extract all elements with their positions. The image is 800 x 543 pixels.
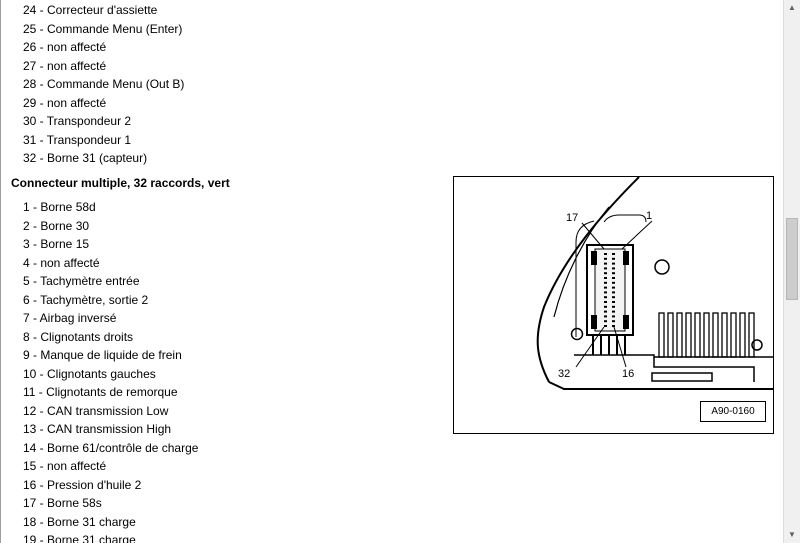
pin-list-item: 8 - Clignotants droits — [23, 329, 134, 344]
pin-list-item: 13 - CAN transmission High — [23, 422, 172, 436]
pin-list-item: 9 - Manque de liquide de frein — [23, 348, 182, 362]
pin-list-item: 3 - Borne 15 — [23, 237, 90, 251]
pin-list-green-connector: 1 - Borne 58d 2 - Borne 30 3 - Borne 15 … — [23, 198, 198, 543]
pin-list-item: 29 - non affecté — [23, 95, 107, 110]
pin-list-item: 17 - Borne 58s — [23, 496, 102, 510]
pin-list-item: 18 - Borne 31 charge — [23, 514, 136, 529]
pin-list-item: 26 - non affecté — [23, 40, 107, 54]
pin-list-item: 15 - non affecté — [23, 459, 107, 473]
pin-list-item: 11 - Clignotants de remorque — [23, 385, 178, 399]
pin-list-item: 19 - Borne 31 charge — [23, 533, 136, 543]
pin-list-item: 31 - Transpondeur 1 — [23, 132, 132, 147]
figure-code: A90-0160 — [700, 401, 766, 422]
connector-figure: 17 1 32 16 A90-0160 — [453, 176, 774, 434]
vertical-scrollbar[interactable]: ▲ ▼ — [783, 0, 800, 543]
pin-list-item: 7 - Airbag inversé — [23, 311, 117, 325]
pin-list-item: 25 - Commande Menu (Enter) — [23, 21, 183, 36]
scrollbar-thumb[interactable] — [786, 218, 798, 300]
scroll-down-icon[interactable]: ▼ — [788, 530, 796, 539]
pin-label-32: 32 — [558, 368, 570, 380]
pin-list-item: 2 - Borne 30 — [23, 218, 90, 233]
pin-list-item: 27 - non affecté — [23, 58, 107, 73]
pin-list-item: 4 - non affecté — [23, 255, 100, 270]
pin-list-item: 5 - Tachymètre entrée — [23, 274, 140, 288]
pin-list-item: 24 - Correcteur d'assiette — [23, 3, 158, 17]
pin-list-item: 14 - Borne 61/contrôle de charge — [23, 440, 199, 455]
pin-list-item: 32 - Borne 31 (capteur) — [23, 151, 148, 165]
pin-label-17: 17 — [566, 212, 578, 224]
pin-list-previous-connector: 24 - Correcteur d'assiette 25 - Commande … — [23, 1, 184, 168]
pin-list-item: 12 - CAN transmission Low — [23, 403, 169, 418]
section-heading: Connecteur multiple, 32 raccords, vert — [11, 176, 230, 190]
pin-label-1: 1 — [646, 210, 652, 222]
pin-list-item: 10 - Clignotants gauches — [23, 366, 156, 381]
pin-list-item: 30 - Transpondeur 2 — [23, 114, 132, 128]
scroll-up-icon[interactable]: ▲ — [788, 3, 796, 12]
pin-list-item: 1 - Borne 58d — [23, 200, 96, 214]
pin-list-item: 16 - Pression d'huile 2 — [23, 477, 142, 492]
pin-list-item: 6 - Tachymètre, sortie 2 — [23, 292, 149, 307]
pin-label-16: 16 — [622, 368, 634, 380]
connector-diagram: 17 1 32 16 — [536, 177, 773, 390]
pin-list-item: 28 - Commande Menu (Out B) — [23, 77, 185, 91]
document-view: 24 - Correcteur d'assiette 25 - Commande … — [0, 0, 774, 543]
